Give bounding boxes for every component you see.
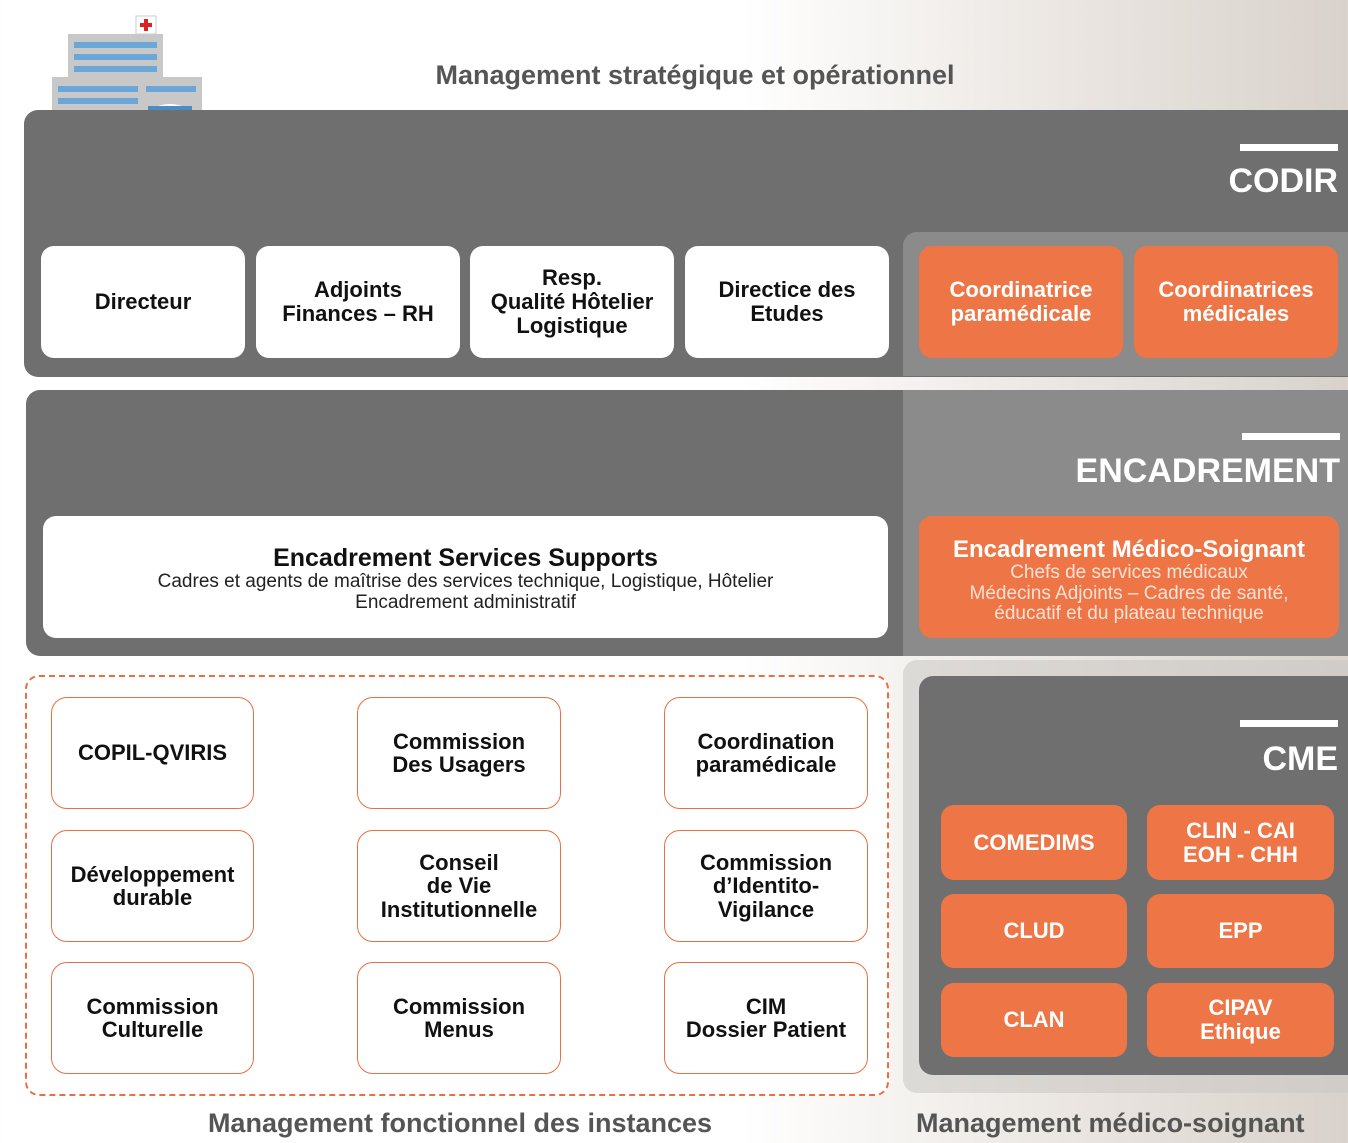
codir-box-directeur: Directeur <box>41 246 245 358</box>
cme-bar <box>1240 720 1338 727</box>
instance-conseil-vie-institutionnelle: Conseil de Vie Institutionnelle <box>357 830 561 942</box>
instance-commission-identito-vigilance: Commission d’Identito- Vigilance <box>664 830 868 942</box>
cme-box-comedims: COMEDIMS <box>941 805 1127 880</box>
encadrement-medico-line3: éducatif et du plateau technique <box>994 603 1264 625</box>
instance-coordination-paramedicale: Coordination paramédicale <box>664 697 868 809</box>
codir-box-directice-etudes: Directice des Etudes <box>685 246 889 358</box>
encadrement-medico-line1: Chefs de services médicaux <box>1010 562 1248 583</box>
instance-copil-qviris: COPIL-QVIRIS <box>51 697 254 809</box>
encadrement-support-line2: Encadrement administratif <box>355 591 576 613</box>
codir-box-adjoints: Adjoints Finances – RH <box>256 246 460 358</box>
bottom-right-title: Management médico-soignant <box>916 1108 1305 1138</box>
cme-box-clud: CLUD <box>941 894 1127 968</box>
codir-box-coordinatrices-medicales: Coordinatrices médicales <box>1134 246 1338 358</box>
instance-commission-culturelle: Commission Culturelle <box>51 962 254 1074</box>
cme-box-clin-cai: CLIN - CAI EOH - CHH <box>1147 805 1334 880</box>
encadrement-medico-title: Encadrement Médico-Soignant <box>952 536 1306 563</box>
cme-box-cipav-ethique: CIPAV Ethique <box>1147 983 1334 1057</box>
cme-box-clan: CLAN <box>941 983 1127 1057</box>
top-title: Management stratégique et opérationnel <box>435 60 955 90</box>
encadrement-bar <box>1242 433 1340 440</box>
instance-commission-usagers: Commission Des Usagers <box>357 697 561 809</box>
codir-bar <box>1240 144 1338 151</box>
encadrement-support-box: Encadrement Services Supports Cadres et … <box>43 516 888 638</box>
encadrement-support-line1: Cadres et agents de maîtrise des service… <box>157 571 774 592</box>
instance-developpement-durable: Développement durable <box>51 830 254 942</box>
encadrement-support-title: Encadrement Services Supports <box>273 544 658 572</box>
bottom-left-title: Management fonctionnel des instances <box>207 1108 713 1138</box>
codir-label: CODIR <box>1228 162 1338 200</box>
instance-cim-dossier-patient: CIM Dossier Patient <box>664 962 868 1074</box>
codir-box-coordinatrice-paramedicale: Coordinatrice paramédicale <box>919 246 1123 358</box>
codir-box-resp-qualite: Resp. Qualité Hôtelier Logistique <box>470 246 674 358</box>
encadrement-medico-box: Encadrement Médico-Soignant Chefs de ser… <box>919 516 1339 638</box>
cme-box-epp: EPP <box>1147 894 1334 968</box>
encadrement-medico-line2: Médecins Adjoints – Cadres de santé, <box>969 582 1289 604</box>
instance-commission-menus: Commission Menus <box>357 962 561 1074</box>
encadrement-label: ENCADREMENT <box>1075 452 1340 490</box>
cme-label: CME <box>1262 740 1338 778</box>
